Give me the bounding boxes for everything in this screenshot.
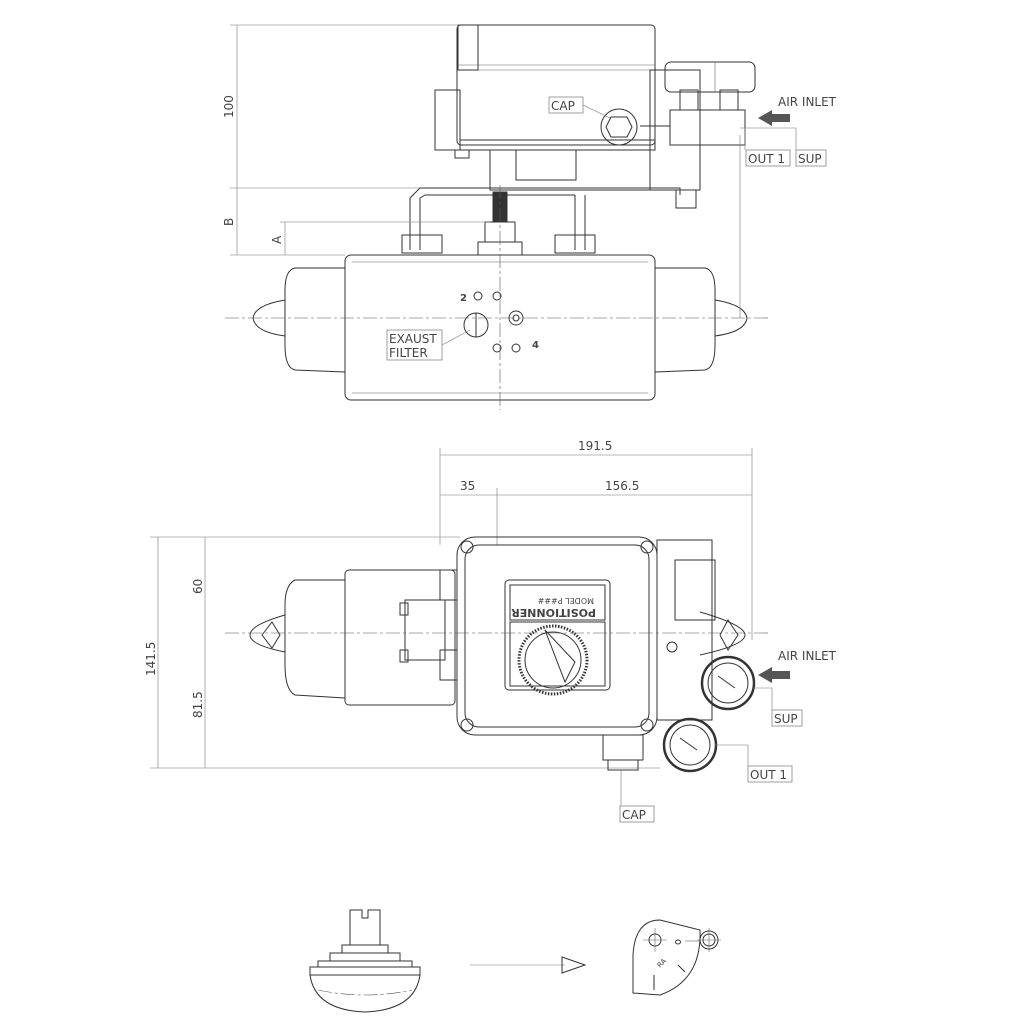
dim-141-5: 141.5: [144, 642, 158, 676]
out1-label: OUT 1: [748, 152, 785, 166]
front-view: 2 4 CAP AIR INLET OUT 1 SUP EXAUST FILTE…: [222, 24, 837, 410]
positioner-housing: [434, 24, 756, 209]
positioner-label: POSITIONNER: [511, 606, 596, 619]
top-view: 191.5 35 156.5 141.5 60 81.5: [144, 439, 837, 823]
top-air-inlet-label: AIR INLET: [778, 649, 837, 663]
dim-81-5: 81.5: [191, 691, 205, 718]
mounting-bracket: [401, 187, 681, 254]
shaft-coupling: [477, 191, 523, 256]
bracket-ra-label: RA: [656, 957, 668, 969]
dim-191-5: 191.5: [578, 439, 612, 453]
front-dimensions: 100 B A: [222, 24, 490, 256]
indicator-knob: [309, 909, 421, 1013]
top-air-inlet-arrow-icon: [758, 667, 790, 683]
positioner-top: MODEL P### POSITIONNER: [456, 536, 716, 771]
bracket-plate: RA: [632, 919, 721, 996]
top-dimensions: 191.5 35 156.5 141.5 60 81.5: [144, 439, 753, 769]
gauge-sup: [700, 655, 756, 711]
dim-height-100: 100: [222, 95, 236, 118]
cap-label: CAP: [551, 99, 575, 113]
top-cap-label: CAP: [622, 808, 646, 822]
dim-35: 35: [460, 479, 475, 493]
dim-a: A: [270, 235, 284, 244]
port-2-label: 2: [460, 293, 467, 304]
top-sup-label: SUP: [774, 712, 798, 726]
detail-view: RA: [309, 909, 721, 1013]
top-out1-label: OUT 1: [750, 768, 787, 782]
exhaust-filter-label-line1: EXAUST: [389, 332, 437, 346]
air-inlet-label: AIR INLET: [778, 95, 837, 109]
sup-label: SUP: [798, 152, 822, 166]
actuator-top: [249, 569, 746, 706]
port-4-label: 4: [532, 340, 539, 351]
dim-b: B: [222, 218, 236, 226]
model-label: MODEL P###: [537, 596, 594, 605]
air-inlet-arrow-icon: [758, 110, 790, 126]
gauge-out1: [662, 717, 718, 773]
dim-156-5: 156.5: [605, 479, 639, 493]
dim-60: 60: [191, 579, 205, 594]
exhaust-filter-label-line2: FILTER: [389, 346, 428, 360]
position-dial: [524, 631, 582, 689]
cap-plug: [600, 108, 638, 146]
